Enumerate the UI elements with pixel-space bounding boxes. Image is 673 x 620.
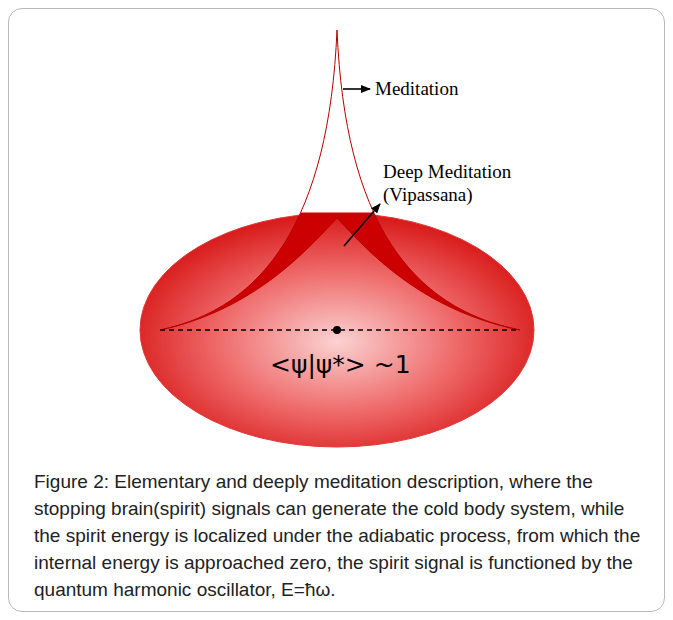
callout-wrap: Meditation	[375, 77, 545, 100]
callout-label: Deep Meditation (Vipassana)	[383, 160, 525, 206]
caption-wrap: Figure 2: Elementary and deeply meditati…	[34, 468, 642, 603]
callout-label: Meditation	[375, 77, 545, 100]
ellipse-outline	[139, 212, 535, 448]
callout-wrap: Deep Meditation (Vipassana)	[383, 160, 525, 206]
ellipse-node: <ψ|ψ*> ~1	[139, 212, 535, 448]
leader-arrow	[344, 204, 380, 246]
figure-caption: Figure 2: Elementary and deeply meditati…	[34, 468, 642, 603]
leader-arrow	[343, 88, 370, 90]
equation-text: <ψ|ψ*> ~1	[270, 350, 411, 379]
